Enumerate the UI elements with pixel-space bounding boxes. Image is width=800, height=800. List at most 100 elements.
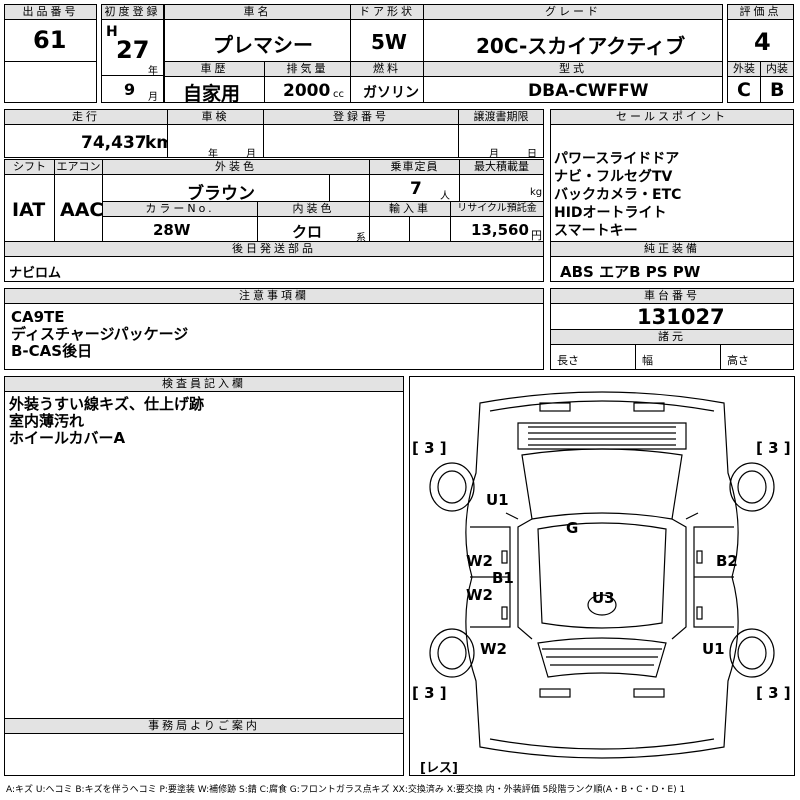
specs-label: 諸元 [550, 329, 794, 345]
mark-u3: U3 [592, 589, 615, 607]
door-type-value: 5W [371, 30, 407, 54]
notes-label: 注意事項欄 [4, 288, 544, 304]
length-cell: 長さ [550, 344, 636, 370]
mark-spare-none: [レス] [420, 761, 458, 776]
interior-color-cell: クロ 系 [257, 216, 370, 242]
model-label: 型式 [423, 61, 723, 77]
later-parts-label: 後日発送部品 [4, 241, 544, 257]
first-registration-cell: H 27 年 [101, 19, 164, 76]
sales-points-cell: パワースライドドア ナビ・フルセグTV バックカメラ・ETC HIDオートライト… [550, 124, 794, 256]
genuine-equipment-label: 純正装備 [550, 241, 794, 257]
genuine-equipment-cell: ABS エアB PS PW [550, 256, 794, 282]
exterior-grade-value: C [737, 79, 751, 101]
month-unit: 月 [148, 92, 158, 103]
mark-rear-right-tire: [ 3 ] [756, 684, 791, 702]
model-cell: DBA-CWFFW [423, 76, 723, 103]
recycle-label: リサイクル預託金 [450, 201, 544, 217]
mark-b2: B2 [716, 552, 738, 570]
inspector-notes-label: 検査員記入欄 [4, 376, 404, 392]
mark-front-right-tire: [ 3 ] [756, 439, 791, 457]
import-cell-a [369, 216, 410, 242]
shift-value: IAT [12, 199, 46, 221]
transfer-deadline-cell: 月 日 [458, 124, 544, 158]
history-label: 車歴 [164, 61, 265, 77]
car-name-value: プレマシー [213, 33, 313, 57]
interior-color-unit: 系 [356, 233, 366, 242]
model-value: DBA-CWFFW [528, 81, 649, 101]
inspection-year-unit: 年 [208, 149, 218, 158]
damage-diagram: [ 3 ] [ 3 ] U1 G W2 B1 B2 W2 U3 W2 U1 [ … [409, 376, 795, 776]
inspection-month-unit: 月 [246, 149, 256, 158]
aircon-cell: AAC [54, 174, 103, 242]
color-number-label: カラーNo. [102, 201, 258, 217]
recycle-cell: 13,560 円 [450, 216, 544, 242]
mark-w2-rear-door: W2 [466, 586, 493, 604]
length-label: 長さ [557, 354, 579, 367]
seats-value: 7 [410, 179, 422, 199]
score-label: 評価点 [727, 4, 794, 20]
displacement-cell: 2000 cc [264, 76, 351, 103]
door-type-cell: 5W [350, 19, 424, 62]
seats-cell: 7 人 [369, 174, 460, 202]
width-label: 幅 [642, 354, 653, 367]
import-cell-b [409, 216, 451, 242]
fuel-cell: ガソリン [350, 76, 424, 103]
score-value: 4 [754, 28, 771, 56]
chassis-number-value: 131027 [637, 305, 725, 329]
office-notice-label: 事務局よりご案内 [4, 718, 404, 734]
month-cell: 9 月 [101, 75, 164, 103]
mark-w2-front-door: W2 [466, 552, 493, 570]
mark-u1-front: U1 [486, 491, 509, 509]
year-unit: 年 [148, 66, 158, 76]
score-cell: 4 [727, 19, 794, 62]
grade-label: グレード [423, 4, 723, 20]
import-label: 輸入車 [369, 201, 451, 217]
grade-cell: 20C-スカイアクティブ [423, 19, 723, 62]
era-value: H [106, 24, 118, 40]
mark-rear-left-tire: [ 3 ] [412, 684, 447, 702]
seats-unit: 人 [440, 191, 450, 202]
car-name-label: 車名 [164, 4, 351, 20]
lot-number-blank [4, 61, 97, 103]
inspection-label: 車検 [167, 109, 264, 125]
displacement-unit: cc [333, 89, 344, 100]
exterior-grade-label: 外装 [727, 61, 761, 77]
recycle-unit: 円 [531, 229, 542, 242]
seats-label: 乗車定員 [369, 159, 460, 175]
genuine-equipment-value: ABS エアB PS PW [560, 263, 701, 281]
max-load-label: 最大積載量 [459, 159, 544, 175]
history-value: 自家用 [183, 83, 241, 103]
width-cell: 幅 [635, 344, 721, 370]
color-number-value: 28W [153, 221, 191, 239]
fuel-value: ガソリン [363, 85, 419, 101]
color-number-cell: 28W [102, 216, 258, 242]
mark-u1-rear: U1 [702, 640, 725, 658]
lot-number-cell: 61 [4, 19, 97, 62]
mileage-cell: 74,437 km [4, 124, 168, 158]
interior-grade-cell: B [760, 76, 794, 103]
car-name-cell: プレマシー [164, 19, 351, 62]
lot-number-label: 出品番号 [4, 4, 97, 20]
car-outline-drawing [429, 391, 775, 759]
transfer-deadline-label: 譲渡書期限 [458, 109, 544, 125]
notes-text: CA9TE ディスチャージパッケージ B-CAS後日 [11, 308, 189, 360]
interior-grade-value: B [770, 79, 785, 101]
month-value: 9 [124, 80, 136, 99]
inspector-notes-cell: 外装うすい線キズ、仕上げ跡 室内薄汚れ ホイールカバーA [4, 391, 404, 719]
shift-cell: IAT [4, 174, 55, 242]
height-cell: 高さ [720, 344, 794, 370]
inspection-cell: 年 月 [167, 124, 264, 158]
transfer-day-unit: 日 [527, 149, 537, 158]
recycle-value: 13,560 [471, 221, 529, 239]
aircon-value: AAC [60, 199, 103, 221]
displacement-value: 2000 [283, 81, 331, 101]
displacement-label: 排気量 [264, 61, 351, 77]
mileage-unit: km [145, 133, 167, 153]
max-load-unit: kg [530, 187, 543, 198]
exterior-color-label: 外装色 [102, 159, 370, 175]
sales-points-text: パワースライドドア ナビ・フルセグTV バックカメラ・ETC HIDオートライト… [554, 151, 682, 239]
legend-footer: A:キズ U:ヘコミ B:キズを伴うヘコミ P:要塗装 W:補修跡 S:錆 C:… [6, 785, 686, 795]
aircon-label: エアコン [54, 159, 103, 175]
lot-number-value: 61 [33, 26, 67, 54]
height-label: 高さ [727, 354, 749, 367]
